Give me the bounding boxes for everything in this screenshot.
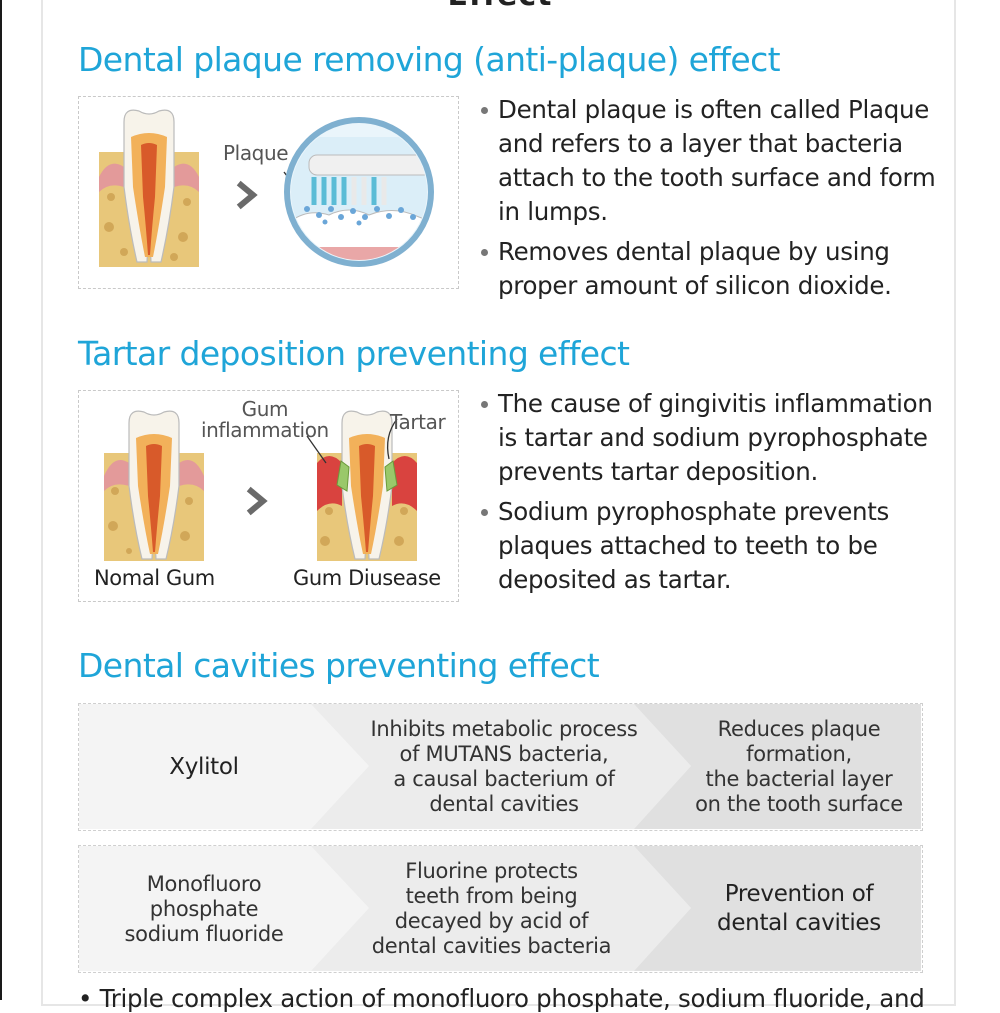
bullet-item: Dental plaque is often called Plaque and… <box>478 93 938 229</box>
plaque-figure: Plaque <box>78 96 459 289</box>
plaque-illustration <box>99 109 434 267</box>
diseased-tooth-icon <box>317 410 417 561</box>
row-background <box>79 704 921 829</box>
heading-cavities: Dental cavities preventing effect <box>78 646 600 685</box>
heading-anti-plaque: Dental plaque removing (anti-plaque) eff… <box>78 40 781 79</box>
action-cell: Fluorine protects teeth from being decay… <box>371 859 612 958</box>
tooth-cross-section-icon <box>99 109 199 267</box>
ingredient-cell: Monofluoro phosphate sodium fluoride <box>124 871 284 946</box>
plaque-label: Plaque <box>223 141 289 165</box>
arrow-right-icon <box>246 486 268 516</box>
gum-inflammation-label: Gum inflammation <box>201 397 329 442</box>
action-cell: Inhibits metabolic process of MUTANS bac… <box>370 717 638 816</box>
tartar-label: Tartar <box>390 410 446 434</box>
window-edge <box>0 0 2 1000</box>
bullet-item: Sodium pyrophosphate prevents plaques at… <box>478 495 938 597</box>
result-cell: Prevention of dental cavities <box>717 881 881 936</box>
normal-gum-caption: Nomal Gum <box>94 566 215 590</box>
bullet-item: Removes dental plaque by using proper am… <box>478 235 938 303</box>
result-cell: Reduces plaque formation, the bacterial … <box>695 717 903 816</box>
tartar-figure: Gum inflammation Tartar Nomal Gum Gum Di… <box>78 390 459 602</box>
tartar-illustration <box>104 410 417 561</box>
toothbrush-magnified-icon <box>284 117 434 267</box>
heading-tartar: Tartar deposition preventing effect <box>78 334 630 373</box>
process-row-fluoride: Monofluoro phosphate sodium fluoride Flu… <box>78 845 923 973</box>
anti-plaque-bullets: Dental plaque is often called Plaque and… <box>478 93 938 309</box>
process-row-xylitol: Xylitol Inhibits metabolic process of MU… <box>78 703 923 831</box>
row-background <box>79 846 921 971</box>
ingredient-cell: Xylitol <box>169 753 239 780</box>
bullet-item: The cause of gingivitis inflammation is … <box>478 387 938 489</box>
tartar-bullets: The cause of gingivitis inflammation is … <box>478 387 938 603</box>
page-title: Effect <box>0 0 1000 13</box>
arrow-right-icon <box>236 180 258 210</box>
gum-disease-caption: Gum Diusease <box>293 566 441 590</box>
footnote-text: • Triple complex action of monofluoro ph… <box>78 984 925 1013</box>
normal-tooth-icon <box>104 410 204 561</box>
